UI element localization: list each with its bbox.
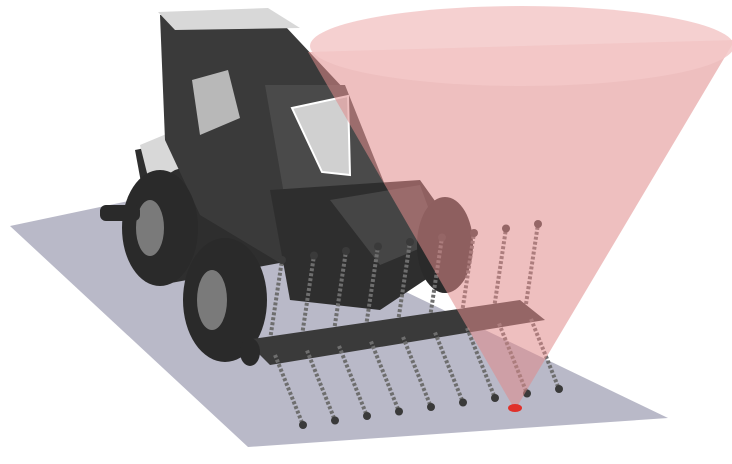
- cab-roof: [158, 8, 300, 30]
- chain-weight: [363, 412, 371, 420]
- chain-weight: [374, 243, 382, 251]
- detection-hotspot: [508, 404, 522, 412]
- chain-weight: [299, 421, 307, 429]
- chain-weight: [342, 247, 350, 255]
- chain-weight: [395, 408, 403, 416]
- chain-weight: [555, 385, 563, 393]
- chain-weight: [310, 252, 318, 260]
- chain-weight: [406, 238, 414, 246]
- chain-weight: [427, 403, 435, 411]
- chain-weight: [459, 399, 467, 407]
- chain-weight: [278, 256, 286, 264]
- chain-weight: [331, 417, 339, 425]
- chain-weight: [491, 394, 499, 402]
